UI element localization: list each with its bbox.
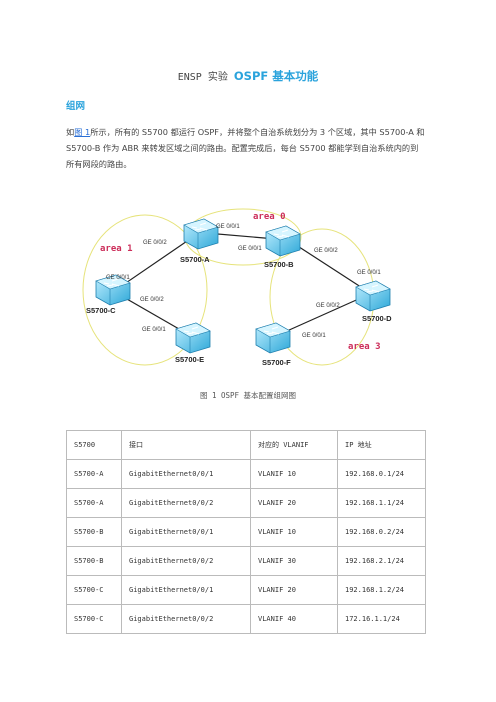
table-cell: 172.16.1.1/24 (337, 604, 426, 634)
table-cell: 192.168.0.1/24 (337, 459, 426, 489)
table-cell: GigabitEthernet0/0/2 (121, 546, 251, 576)
table-cell: VLANIF 30 (250, 546, 338, 576)
label-s5700-c: S5700-C (86, 306, 116, 315)
para-before-link: 如 (66, 127, 75, 137)
label-s5700-b: S5700-B (264, 260, 294, 269)
table-cell: GigabitEthernet0/0/1 (121, 459, 251, 489)
header-cell: 接口 (121, 430, 251, 460)
section-heading: 组网 (66, 101, 86, 112)
label-s5700-a: S5700-A (180, 255, 210, 264)
network-diagram: S5700-A S5700-B S5700-C S5700-D S5700-E … (82, 208, 392, 367)
table-cell: GigabitEthernet0/0/2 (121, 488, 251, 518)
area-3-label: area 3 (348, 342, 381, 352)
table-cell: 192.168.2.1/24 (337, 546, 426, 576)
table-cell: 192.168.1.2/24 (337, 575, 426, 605)
table-cell: GigabitEthernet0/0/1 (121, 517, 251, 547)
switch-b-icon (265, 225, 301, 257)
table-header-row: S5700 接口 对应的 VLANIF IP 地址 (66, 430, 426, 460)
table-cell: GigabitEthernet0/0/1 (121, 575, 251, 605)
document-title: ENSP 实验 OSPF 基本功能 (0, 68, 496, 84)
port-c-to-a: GE 0/0/1 (106, 275, 130, 281)
table-cell: GigabitEthernet0/0/2 (121, 604, 251, 634)
label-s5700-d: S5700-D (362, 314, 392, 323)
table-cell: VLANIF 20 (250, 488, 338, 518)
area-1-label: area 1 (100, 244, 133, 254)
port-a-to-b: GE 0/0/1 (216, 224, 240, 230)
switch-a-icon (183, 218, 219, 250)
port-c-to-e: GE 0/0/2 (140, 297, 164, 303)
link-b-d (292, 242, 368, 292)
port-b-to-d: GE 0/0/2 (314, 248, 338, 254)
port-a-to-c: GE 0/0/2 (143, 240, 167, 246)
label-s5700-f: S5700-F (262, 358, 291, 367)
port-e-to-c: GE 0/0/1 (142, 327, 166, 333)
para-after-link: 所示，所有的 S5700 都运行 OSPF，并将整个自治系统划分为 3 个区域，… (66, 127, 425, 169)
table-cell: S5700-A (66, 459, 122, 489)
area-1-boundary (82, 214, 208, 366)
header-cell: S5700 (66, 430, 122, 460)
figure-link[interactable]: 图 1 (74, 127, 91, 137)
table-cell: S5700-B (66, 517, 122, 547)
table-cell: S5700-C (66, 575, 122, 605)
figure-caption: 图 1 OSPF 基本配置组网图 (199, 391, 297, 400)
link-d-f (277, 296, 364, 336)
switch-d-icon (355, 280, 391, 312)
switch-e-icon (175, 322, 211, 354)
area-0-label: area 0 (253, 212, 286, 222)
header-cell: 对应的 VLANIF (250, 430, 338, 460)
link-c-e (119, 294, 187, 334)
table-cell: S5700-B (66, 546, 122, 576)
title-prefix: ENSP 实验 (177, 72, 228, 83)
table-cell: VLANIF 20 (250, 575, 338, 605)
table-cell: S5700-A (66, 488, 122, 518)
table-cell: VLANIF 10 (250, 517, 338, 547)
port-d-to-f: GE 0/0/2 (316, 303, 340, 309)
port-d-to-b: GE 0/0/1 (357, 270, 381, 276)
header-cell: IP 地址 (337, 430, 426, 460)
table-cell: VLANIF 40 (250, 604, 338, 634)
table-cell: 192.168.0.2/24 (337, 517, 426, 547)
title-highlight: OSPF 基本功能 (233, 69, 319, 83)
label-s5700-e: S5700-E (175, 355, 204, 364)
table-cell: S5700-C (66, 604, 122, 634)
port-b-to-a: GE 0/0/1 (238, 246, 262, 252)
link-a-c (119, 236, 194, 288)
switch-f-icon (255, 322, 291, 354)
table-cell: VLANIF 10 (250, 459, 338, 489)
table-cell: 192.168.1.1/24 (337, 488, 426, 518)
intro-paragraph: 如图 1所示，所有的 S5700 都运行 OSPF，并将整个自治系统划分为 3 … (66, 124, 426, 172)
port-f-to-d: GE 0/0/1 (302, 333, 326, 339)
